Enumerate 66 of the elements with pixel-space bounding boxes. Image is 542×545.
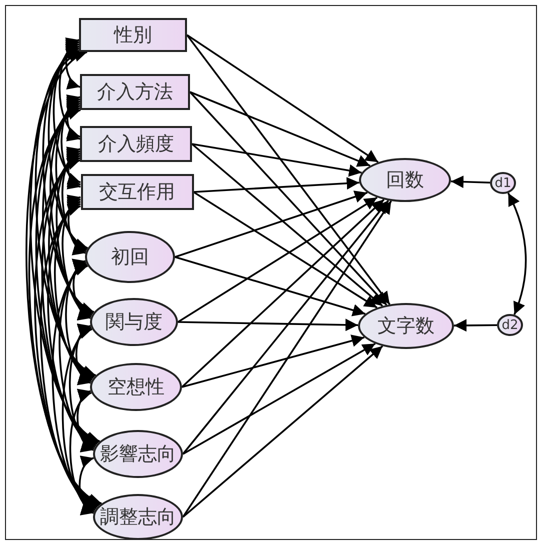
variable-ellipse: 調整志向	[93, 494, 183, 540]
covariance-arrow	[65, 262, 92, 382]
covariance-arrow	[507, 192, 527, 315]
covariance-arrow	[28, 109, 101, 506]
path-arrow	[186, 34, 379, 163]
covariance-arrow	[62, 328, 96, 510]
error-circle: d1	[490, 172, 516, 194]
covariance-arrow	[62, 150, 87, 252]
observed-variable-box: 性別	[79, 18, 187, 52]
covariance-arrow	[66, 148, 81, 188]
path-arrow	[193, 191, 378, 308]
path-arrow	[182, 200, 392, 518]
covariance-arrow	[41, 157, 98, 445]
path-arrow	[182, 200, 390, 455]
covariance-arrow	[76, 390, 94, 451]
covariance-arrow	[69, 392, 95, 512]
covariance-arrow	[34, 50, 96, 376]
path-arrow	[192, 143, 362, 177]
observed-variable-box: 介入方法	[80, 74, 190, 110]
variable-ellipse: 影響志向	[93, 430, 183, 478]
covariance-arrow	[62, 198, 92, 318]
covariance-arrow	[42, 48, 94, 313]
variable-ellipse: 関与度	[90, 298, 178, 346]
variable-ellipse: 空想性	[90, 363, 182, 411]
path-arrow	[182, 345, 384, 518]
path-arrow	[181, 198, 385, 388]
covariance-arrow	[47, 203, 97, 446]
covariance-arrow	[66, 196, 86, 254]
path-arrow	[178, 196, 378, 323]
path-arrow	[174, 256, 366, 316]
path-arrow	[193, 177, 360, 193]
covariance-arrow	[50, 102, 94, 314]
path-arrow	[189, 91, 388, 306]
covariance-arrow	[52, 265, 97, 510]
covariance-arrow	[52, 43, 81, 184]
covariance-arrow	[42, 105, 95, 378]
variable-ellipse: 初回	[85, 231, 175, 283]
variable-ellipse: 文字数	[358, 303, 454, 349]
path-arrow	[191, 143, 384, 307]
path-arrow	[186, 34, 390, 305]
path-arrow	[190, 91, 370, 167]
covariance-arrow	[55, 100, 88, 250]
covariance-arrow	[48, 155, 94, 379]
path-arrow	[174, 190, 368, 258]
covariance-arrow	[69, 326, 95, 450]
covariance-arrow	[64, 39, 80, 88]
covariance-arrow	[60, 98, 81, 186]
covariance-arrow	[58, 41, 80, 138]
covariance-arrow	[54, 200, 93, 380]
observed-variable-box: 交互作用	[80, 174, 194, 210]
covariance-arrow	[26, 51, 102, 504]
covariance-arrow	[71, 260, 91, 319]
covariance-arrow	[48, 46, 88, 249]
covariance-arrow	[58, 264, 96, 448]
path-arrow	[454, 319, 497, 332]
covariance-arrow	[56, 152, 92, 316]
variable-ellipse: 回数	[359, 158, 451, 202]
path-arrow	[178, 318, 358, 332]
path-arrow	[450, 176, 490, 188]
covariance-arrow	[78, 457, 94, 514]
covariance-arrow	[75, 325, 92, 384]
path-arrow	[182, 334, 364, 388]
error-circle: d2	[497, 314, 523, 336]
covariance-arrow	[66, 96, 80, 140]
observed-variable-box: 介入頻度	[80, 126, 192, 162]
path-arrow	[182, 342, 376, 455]
